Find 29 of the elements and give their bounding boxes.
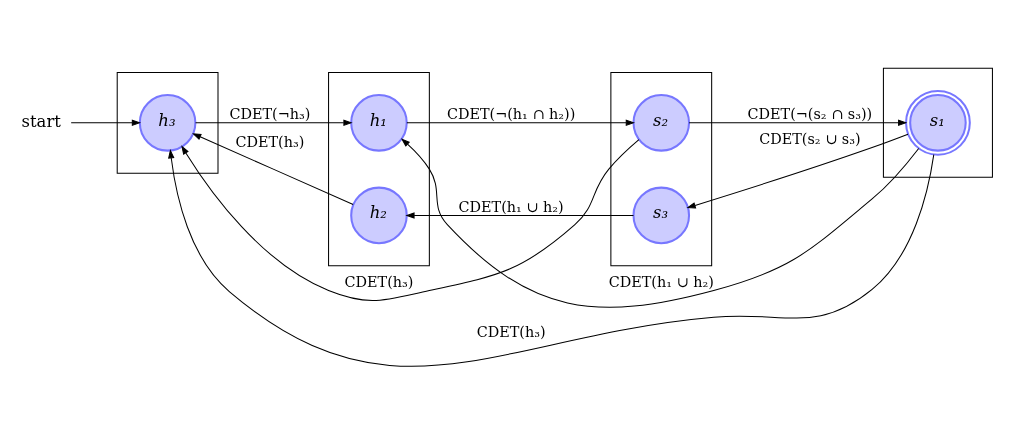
node-text: start — [21, 111, 61, 131]
arrow — [168, 148, 935, 367]
arrow — [688, 119, 908, 126]
cluster — [882, 67, 993, 178]
edge-label: CDET(h₁ ∪ h₂) — [458, 198, 564, 214]
arrow — [70, 119, 142, 126]
edge-label: CDET(h₃) — [235, 133, 305, 150]
arrow — [195, 119, 353, 126]
arrow — [192, 132, 354, 205]
node-circle: h₃ — [138, 93, 197, 152]
node-circle: h₂ — [350, 186, 408, 244]
edge-label: CDET(¬h₃) — [229, 105, 311, 122]
cluster — [610, 71, 713, 266]
node-circle: s₂ — [632, 93, 691, 152]
arrow — [405, 211, 634, 219]
node-circle: s₃ — [632, 186, 691, 244]
arrow — [686, 133, 909, 208]
edge-label: CDET(h₃) — [344, 273, 414, 290]
edge-label: CDET(¬(s₂ ∩ s₃)) — [747, 105, 873, 122]
node-circle: s₁ — [905, 89, 971, 156]
cluster — [116, 71, 219, 174]
arrow — [400, 137, 920, 308]
edge-label: CDET(¬(h₁ ∩ h₂)) — [446, 105, 576, 122]
arrow — [406, 119, 635, 126]
edge-label: CDET(h₃) — [476, 323, 546, 340]
edge-label: CDET(h₁ ∪ h₂) — [608, 273, 714, 290]
edge-label: CDET(s₂ ∪ s₃) — [759, 130, 861, 147]
cluster — [328, 71, 430, 266]
arrow — [181, 138, 640, 301]
